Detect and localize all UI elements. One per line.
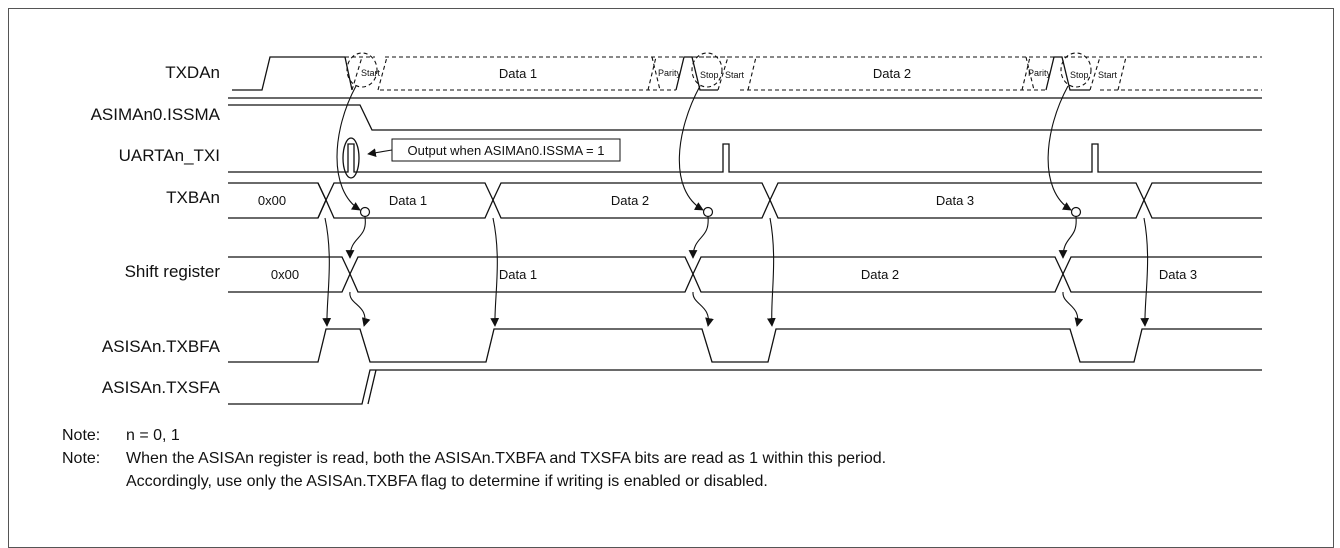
txi-waveform: Output when ASIMAn0.ISSMA = 1 [228, 137, 1262, 179]
note-2: Note:When the ASISAn register is read, b… [62, 450, 887, 467]
stop-marker-1 [691, 52, 723, 88]
note-1: Note:n = 0, 1 [62, 427, 180, 444]
label-txsfa: ASISAn.TXSFA [102, 378, 221, 397]
stop-marker-2 [1060, 52, 1092, 88]
txdan-start-3: Start [1098, 70, 1118, 80]
txban-value-2: Data 2 [611, 193, 649, 208]
txdan-stop-1: Stop [700, 70, 719, 80]
shift-value-0: 0x00 [271, 267, 299, 282]
txban-waveform: 0x00 Data 1 Data 2 Data 3 [228, 182, 1262, 219]
note-2-continued: Accordingly, use only the ASISAn.TXBFA f… [126, 473, 768, 490]
timing-arrows [322, 85, 1150, 327]
shift-value-1: Data 1 [499, 267, 537, 282]
label-txdan: TXDAn [165, 63, 220, 82]
timing-diagram: TXDAn ASIMAn0.ISSMA UARTAn_TXI TXBAn Shi… [91, 52, 1262, 405]
txdan-data-2: Data 2 [873, 66, 911, 81]
txdan-parity-2: Parity [1028, 68, 1052, 78]
start-marker-1 [346, 52, 378, 88]
txi-pulse-highlight [342, 137, 360, 179]
txdan-waveform: Start Data 1 Parity Stop Start Data 2 Pa… [232, 52, 1262, 91]
issma-waveform [228, 97, 1262, 131]
txdan-start-2: Start [725, 70, 745, 80]
txban-value-3: Data 3 [936, 193, 974, 208]
label-issma: ASIMAn0.ISSMA [91, 105, 221, 124]
txbfa-waveform [228, 328, 1262, 363]
txdan-stop-2: Stop [1070, 70, 1089, 80]
shift-register-waveform: 0x00 Data 1 Data 2 Data 3 [228, 256, 1262, 293]
txdan-parity-1: Parity [658, 68, 682, 78]
txdan-start-1: Start [361, 68, 381, 78]
txsfa-waveform [228, 369, 1262, 405]
shift-value-3: Data 3 [1159, 267, 1197, 282]
label-shift-register: Shift register [125, 262, 221, 281]
label-txbfa: ASISAn.TXBFA [102, 337, 221, 356]
txdan-data-1: Data 1 [499, 66, 537, 81]
label-txi: UARTAn_TXI [119, 146, 220, 165]
txban-value-0: 0x00 [258, 193, 286, 208]
label-txban: TXBAn [166, 188, 220, 207]
txi-callout-text: Output when ASIMAn0.ISSMA = 1 [408, 143, 605, 158]
shift-value-2: Data 2 [861, 267, 899, 282]
txban-value-1: Data 1 [389, 193, 427, 208]
